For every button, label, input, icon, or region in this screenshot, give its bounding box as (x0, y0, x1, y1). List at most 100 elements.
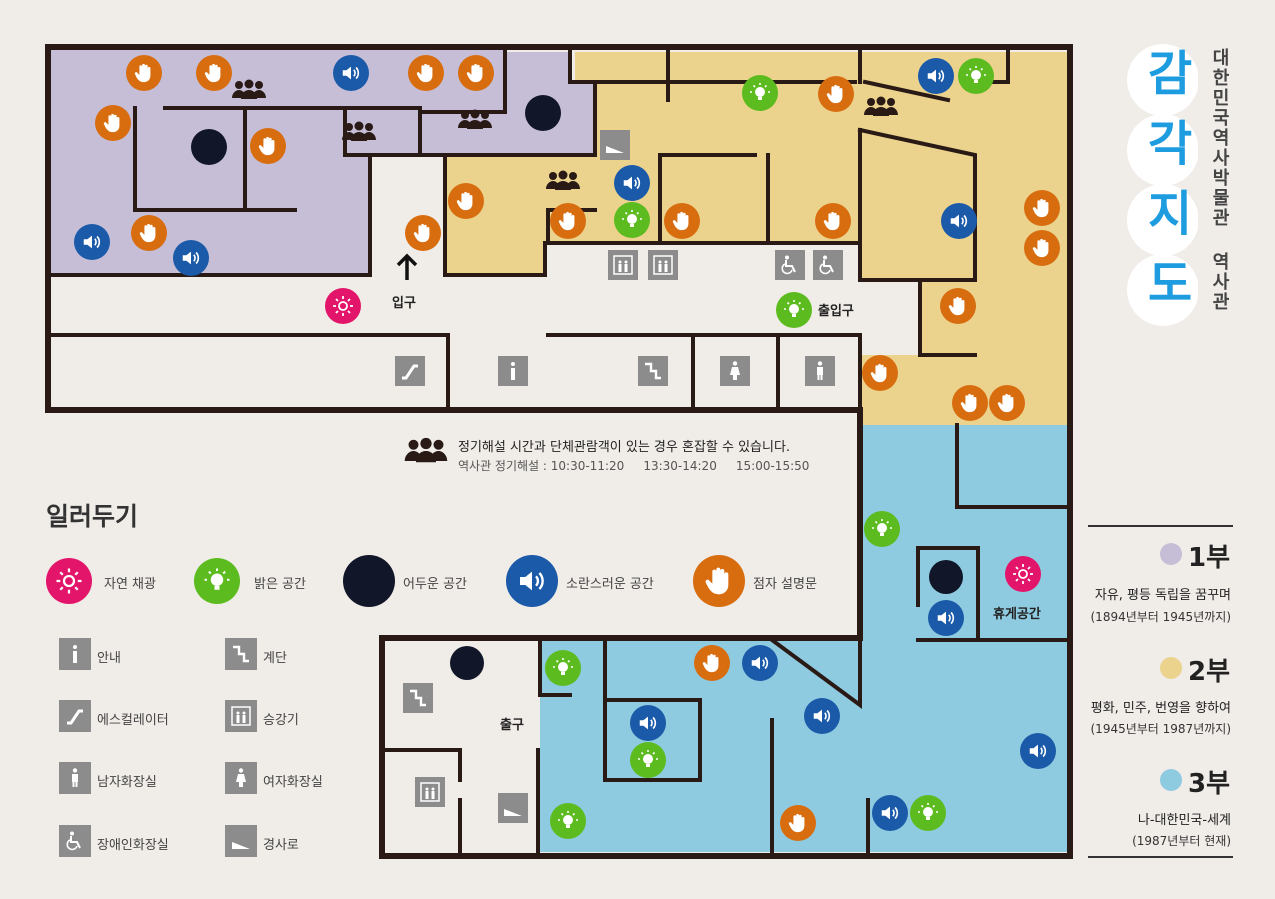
speaker-icon (1020, 733, 1056, 769)
legend-label-moon: 어두운 공간 (403, 577, 467, 592)
part1-number: 1부 (1188, 543, 1231, 573)
bulb-icon (776, 292, 812, 328)
men-restroom-icon (59, 762, 91, 794)
zone-part3 (540, 425, 1068, 852)
stairs-icon (225, 638, 257, 670)
tour-schedule: 역사관 정기해설 : 10:30-11:20 13:30-14:20 15:00… (458, 459, 810, 473)
stairs-icon (638, 356, 668, 386)
divider (1088, 856, 1233, 858)
entrance-arrow-icon (396, 253, 418, 280)
stairs-icon (403, 683, 433, 713)
crowd-icon (864, 96, 898, 116)
hand-icon (862, 355, 898, 391)
men-restroom-icon (805, 356, 835, 386)
rest-area-label: 휴게공간 (993, 607, 1041, 622)
part1-title: 자유, 평등 독립을 꿈꾸며 (1094, 588, 1231, 603)
hand-icon (550, 203, 586, 239)
moon-icon (525, 95, 561, 131)
bulb-icon (630, 742, 666, 778)
hand-icon (952, 385, 988, 421)
escalator-icon (395, 356, 425, 386)
moon-icon (450, 646, 484, 680)
legend-title: 일러두기 (46, 502, 139, 531)
title-char-1: 감 (1148, 46, 1193, 102)
part3-dot (1160, 769, 1182, 791)
entrance-label: 입구 (392, 296, 416, 311)
legend-label-speaker: 소란스러운 공간 (566, 577, 654, 592)
sun-icon (46, 558, 92, 604)
museum-name: 대한민국역사박물관 (1209, 48, 1230, 228)
hand-icon (940, 288, 976, 324)
moon-icon (191, 129, 227, 165)
crowd-icon (342, 121, 376, 141)
hand-icon (408, 55, 444, 91)
bulb-icon (958, 58, 994, 94)
part1-dot (1160, 543, 1182, 565)
legend-label-accessible-restroom: 장애인화장실 (97, 838, 169, 853)
bulb-icon (614, 202, 650, 238)
accessible-restroom-icon (775, 250, 805, 280)
speaker-icon (804, 698, 840, 734)
hand-icon (989, 385, 1025, 421)
bulb-icon (550, 803, 586, 839)
part3-period: (1987년부터 현재) (1132, 834, 1231, 848)
part2-period: (1945년부터 1987년까지) (1090, 722, 1232, 736)
legend-label-stairs: 계단 (263, 651, 287, 666)
sun-icon (1005, 556, 1041, 592)
crowd-icon (232, 79, 266, 99)
speaker-icon (872, 795, 908, 831)
elevator-icon (225, 700, 257, 732)
hall-name: 역사관 (1209, 252, 1230, 312)
ramp-icon (600, 130, 630, 160)
ramp-icon (498, 793, 528, 823)
hand-icon (448, 183, 484, 219)
legend-label-hand: 점자 설명문 (753, 577, 817, 592)
hand-icon (1024, 190, 1060, 226)
hand-icon (458, 55, 494, 91)
speaker-icon (941, 203, 977, 239)
legend-label-ramp: 경사로 (263, 838, 299, 853)
hand-icon (693, 555, 745, 607)
legend-label-info: 안내 (97, 651, 121, 666)
accessible-restroom-icon (813, 250, 843, 280)
entrance-exit-label: 출입구 (818, 304, 854, 319)
hand-icon (126, 55, 162, 91)
exit-label: 출구 (500, 718, 524, 733)
speaker-icon (173, 240, 209, 276)
sun-icon (325, 288, 361, 324)
hand-icon (250, 128, 286, 164)
bulb-icon (545, 650, 581, 686)
zone-part1 (50, 48, 595, 275)
bulb-icon (910, 795, 946, 831)
speaker-icon (630, 705, 666, 741)
speaker-icon (918, 58, 954, 94)
crowd-icon (404, 437, 448, 463)
ramp-icon (225, 825, 257, 857)
hand-icon (405, 215, 441, 251)
info-icon (498, 356, 528, 386)
crowd-notice: 정기해설 시간과 단체관람객이 있는 경우 혼잡할 수 있습니다. (458, 440, 791, 455)
hand-icon (780, 805, 816, 841)
title-backdrop (1127, 44, 1198, 326)
bulb-icon (742, 75, 778, 111)
legend-label-men-restroom: 남자화장실 (97, 775, 157, 790)
hand-icon (818, 76, 854, 112)
part2-title: 평화, 민주, 번영을 향하여 (1090, 701, 1231, 716)
speaker-icon (614, 165, 650, 201)
legend-label-bulb: 밝은 공간 (254, 577, 306, 592)
crowd-icon (458, 109, 492, 129)
part3-title: 나-대한민국-세계 (1137, 813, 1231, 828)
escalator-icon (59, 700, 91, 732)
hand-icon (815, 203, 851, 239)
title-char-2: 각 (1148, 116, 1193, 172)
women-restroom-icon (720, 356, 750, 386)
speaker-icon (333, 55, 369, 91)
part1-period: (1894년부터 1945년까지) (1090, 610, 1232, 624)
part3-number: 3부 (1188, 769, 1231, 799)
elevator-icon (648, 250, 678, 280)
bulb-icon (864, 511, 900, 547)
legend-label-sun: 자연 채광 (104, 577, 156, 592)
part2-number: 2부 (1188, 657, 1231, 687)
speaker-icon (74, 224, 110, 260)
speaker-icon (928, 600, 964, 636)
